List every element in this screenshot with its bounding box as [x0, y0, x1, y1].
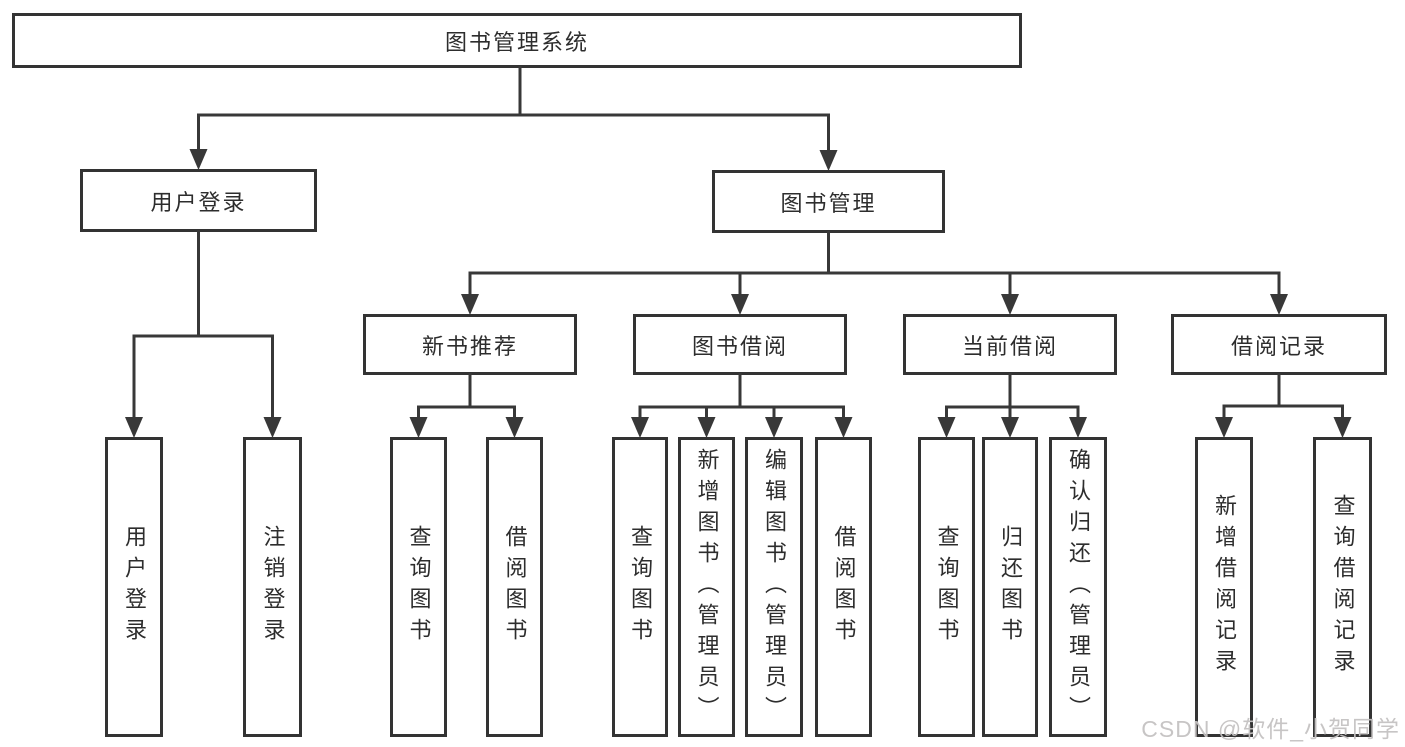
node-root: 图书管理系统	[12, 13, 1022, 68]
node-book-borrow: 图书借阅	[633, 314, 847, 375]
arrowhead-icon	[505, 417, 524, 438]
node-label-borrow-record: 借阅记录	[1230, 333, 1327, 359]
arrowhead-icon	[125, 417, 143, 438]
arrowhead-icon	[834, 417, 853, 438]
node-user-login-group: 用户登录	[80, 169, 317, 232]
node-label-leaf-return-book: 归还图书	[998, 525, 1023, 649]
node-leaf-add-book: 新增图书（管理员）	[678, 437, 735, 737]
node-leaf-query-record: 查询借阅记录	[1313, 437, 1372, 737]
node-leaf-return-book: 归还图书	[982, 437, 1038, 737]
node-label-leaf-add-book: 新增图书（管理员）	[694, 447, 720, 727]
node-leaf-query-book-1: 查询图书	[390, 437, 447, 737]
arrowhead-icon	[263, 417, 282, 438]
arrowhead-icon	[189, 149, 208, 170]
node-label-leaf-query-book-3: 查询图书	[934, 525, 960, 649]
node-leaf-query-book-2: 查询图书	[612, 437, 668, 737]
arrowhead-icon	[1001, 294, 1019, 315]
node-label-leaf-confirm-return: 确认归还（管理员）	[1066, 447, 1091, 727]
node-label-leaf-query-book-1: 查询图书	[406, 525, 432, 649]
node-borrow-record: 借阅记录	[1171, 314, 1387, 375]
node-leaf-borrow-book-2: 借阅图书	[815, 437, 872, 737]
node-new-book-rec: 新书推荐	[363, 314, 577, 375]
arrowhead-icon	[731, 294, 749, 315]
node-label-new-book-rec: 新书推荐	[421, 333, 518, 359]
arrowhead-icon	[1001, 417, 1019, 438]
arrowhead-icon	[697, 417, 716, 438]
node-label-leaf-edit-book: 编辑图书（管理员）	[762, 447, 787, 727]
node-leaf-borrow-book-1: 借阅图书	[486, 437, 543, 737]
node-label-current-borrow: 当前借阅	[961, 333, 1058, 359]
node-book-mgmt: 图书管理	[712, 170, 945, 233]
node-label-leaf-borrow-book-2: 借阅图书	[831, 525, 857, 649]
node-label-root: 图书管理系统	[444, 29, 589, 55]
arrowhead-icon	[409, 417, 428, 438]
node-label-leaf-add-record: 新增借阅记录	[1212, 494, 1237, 680]
node-label-book-borrow: 图书借阅	[691, 333, 788, 359]
arrowhead-icon	[819, 150, 838, 171]
node-leaf-query-book-3: 查询图书	[918, 437, 975, 737]
node-label-user-login-group: 用户登录	[150, 189, 247, 215]
node-leaf-logout: 注销登录	[243, 437, 302, 737]
node-leaf-confirm-return: 确认归还（管理员）	[1049, 437, 1107, 737]
arrowhead-icon	[937, 417, 956, 438]
node-leaf-add-record: 新增借阅记录	[1195, 437, 1253, 737]
watermark: CSDN @软件_小贺同学	[1141, 716, 1400, 742]
node-label-leaf-query-record: 查询借阅记录	[1330, 494, 1356, 680]
arrowhead-icon	[461, 294, 479, 315]
node-current-borrow: 当前借阅	[903, 314, 1117, 375]
node-label-leaf-query-book-2: 查询图书	[628, 525, 653, 649]
arrowhead-icon	[1270, 294, 1288, 315]
arrowhead-icon	[1333, 417, 1352, 438]
arrowhead-icon	[1215, 417, 1233, 438]
node-leaf-user-login: 用户登录	[105, 437, 163, 737]
node-label-leaf-borrow-book-1: 借阅图书	[502, 525, 528, 649]
node-leaf-edit-book: 编辑图书（管理员）	[745, 437, 803, 737]
node-label-leaf-logout: 注销登录	[260, 525, 286, 649]
arrowhead-icon	[1069, 417, 1087, 438]
node-label-leaf-user-login: 用户登录	[122, 525, 147, 649]
arrowhead-icon	[765, 417, 783, 438]
arrowhead-icon	[631, 417, 649, 438]
node-label-book-mgmt: 图书管理	[780, 190, 877, 216]
